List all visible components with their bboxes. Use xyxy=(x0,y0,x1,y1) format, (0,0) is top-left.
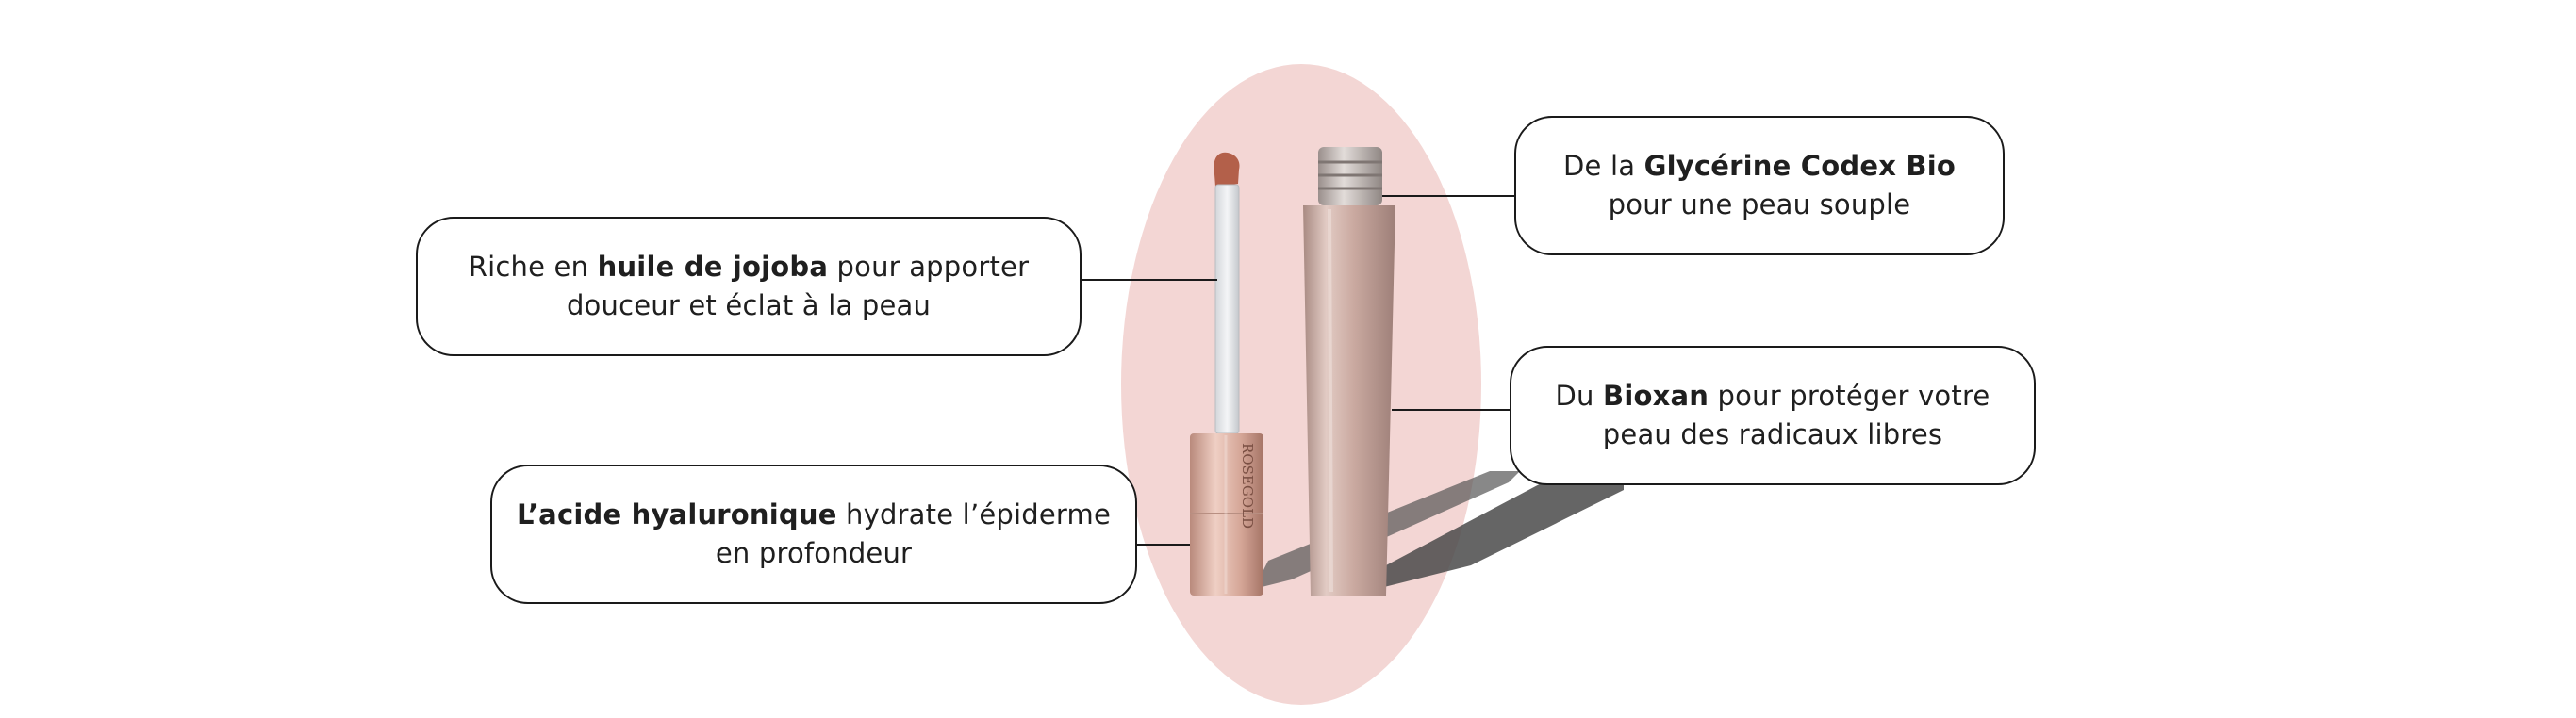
callout-glycerine: De la Glycérine Codex Bio pour une peau … xyxy=(1514,116,2005,255)
callout-glycerine-line1: De la Glycérine Codex Bio xyxy=(1563,147,1956,186)
callout-jojoba: Riche en huile de jojoba pour apporter d… xyxy=(416,217,1082,356)
callout-bioxan-line1: Du Bioxan pour protéger votre xyxy=(1556,377,1990,416)
applicator: ROSEGOLD xyxy=(1190,152,1263,596)
backdrop-ellipse xyxy=(1121,64,1481,705)
tube-shadow xyxy=(1377,476,1624,589)
ingredient-name: huile de jojoba xyxy=(597,251,829,283)
applicator-stem xyxy=(1214,184,1240,434)
text-suffix: pour protéger votre xyxy=(1709,380,1990,412)
callout-bioxan-line2: peau des radicaux libres xyxy=(1602,418,1943,450)
text-prefix: De la xyxy=(1562,150,1644,182)
ingredient-name: Bioxan xyxy=(1603,380,1709,412)
callout-glycerine-line2: pour une peau souple xyxy=(1608,188,1911,220)
ingredient-name: Glycérine Codex Bio xyxy=(1643,150,1956,182)
callout-jojoba-line1: Riche en huile de jojoba pour apporter xyxy=(469,248,1029,286)
callout-hyaluronic-line2: en profondeur xyxy=(715,537,913,569)
callout-hyaluronic: L’acide hyaluronique hydrate l’épiderme … xyxy=(490,465,1137,604)
callout-hyaluronic-line1: L’acide hyaluronique hydrate l’épiderme xyxy=(517,496,1111,534)
text-prefix: Du xyxy=(1555,380,1604,412)
gloss-tip xyxy=(1214,152,1240,187)
tube-body xyxy=(1303,205,1395,596)
ingredient-name: L’acide hyaluronique xyxy=(516,498,837,530)
lip-gloss-tube xyxy=(1303,147,1395,596)
text-suffix: hydrate l’épiderme xyxy=(836,498,1112,530)
brand-mark: ROSEGOLD xyxy=(1239,443,1256,529)
text-prefix: Riche en xyxy=(468,251,598,283)
callout-bioxan: Du Bioxan pour protéger votre peau des r… xyxy=(1510,346,2036,485)
callout-jojoba-line2: douceur et éclat à la peau xyxy=(566,289,932,321)
text-suffix: pour apporter xyxy=(828,251,1030,283)
